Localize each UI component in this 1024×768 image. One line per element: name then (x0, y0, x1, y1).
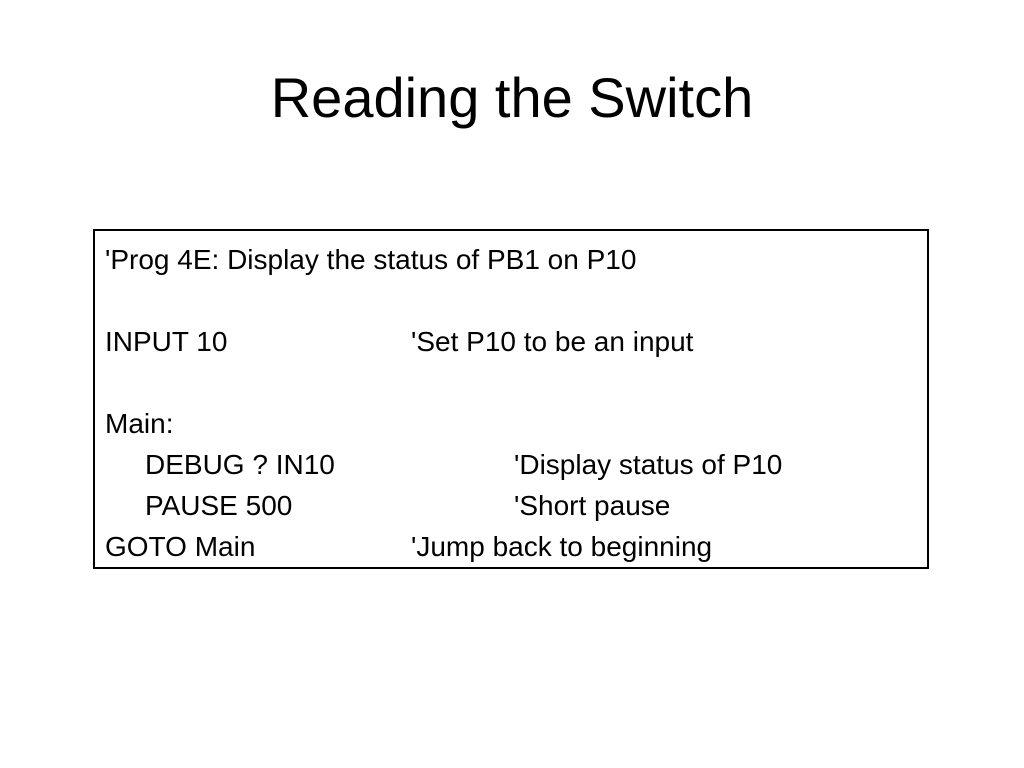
code-line-pause: PAUSE 500 'Short pause (105, 485, 925, 526)
pause-comment: 'Short pause (514, 490, 671, 521)
input-comment: 'Set P10 to be an input (411, 326, 694, 357)
goto-comment: 'Jump back to beginning (411, 531, 713, 562)
input-statement: INPUT 10 (105, 326, 228, 357)
header-comment: 'Prog 4E: Display the status of PB1 on P… (105, 244, 637, 275)
main-label: Main: (105, 408, 174, 439)
code-line-goto: GOTO Main 'Jump back to beginning (105, 526, 925, 567)
code-line-input: INPUT 10 'Set P10 to be an input (105, 321, 925, 362)
code-listing-box: 'Prog 4E: Display the status of PB1 on P… (93, 229, 929, 569)
debug-statement: DEBUG ? IN10 (145, 449, 335, 480)
code-line-header: 'Prog 4E: Display the status of PB1 on P… (105, 239, 925, 280)
debug-comment: 'Display status of P10 (514, 449, 783, 480)
pause-statement: PAUSE 500 (145, 490, 293, 521)
code-line-debug: DEBUG ? IN10 'Display status of P10 (105, 444, 925, 485)
goto-statement: GOTO Main (105, 531, 256, 562)
slide-title: Reading the Switch (270, 66, 754, 129)
code-line-main-label: Main: (105, 403, 925, 444)
